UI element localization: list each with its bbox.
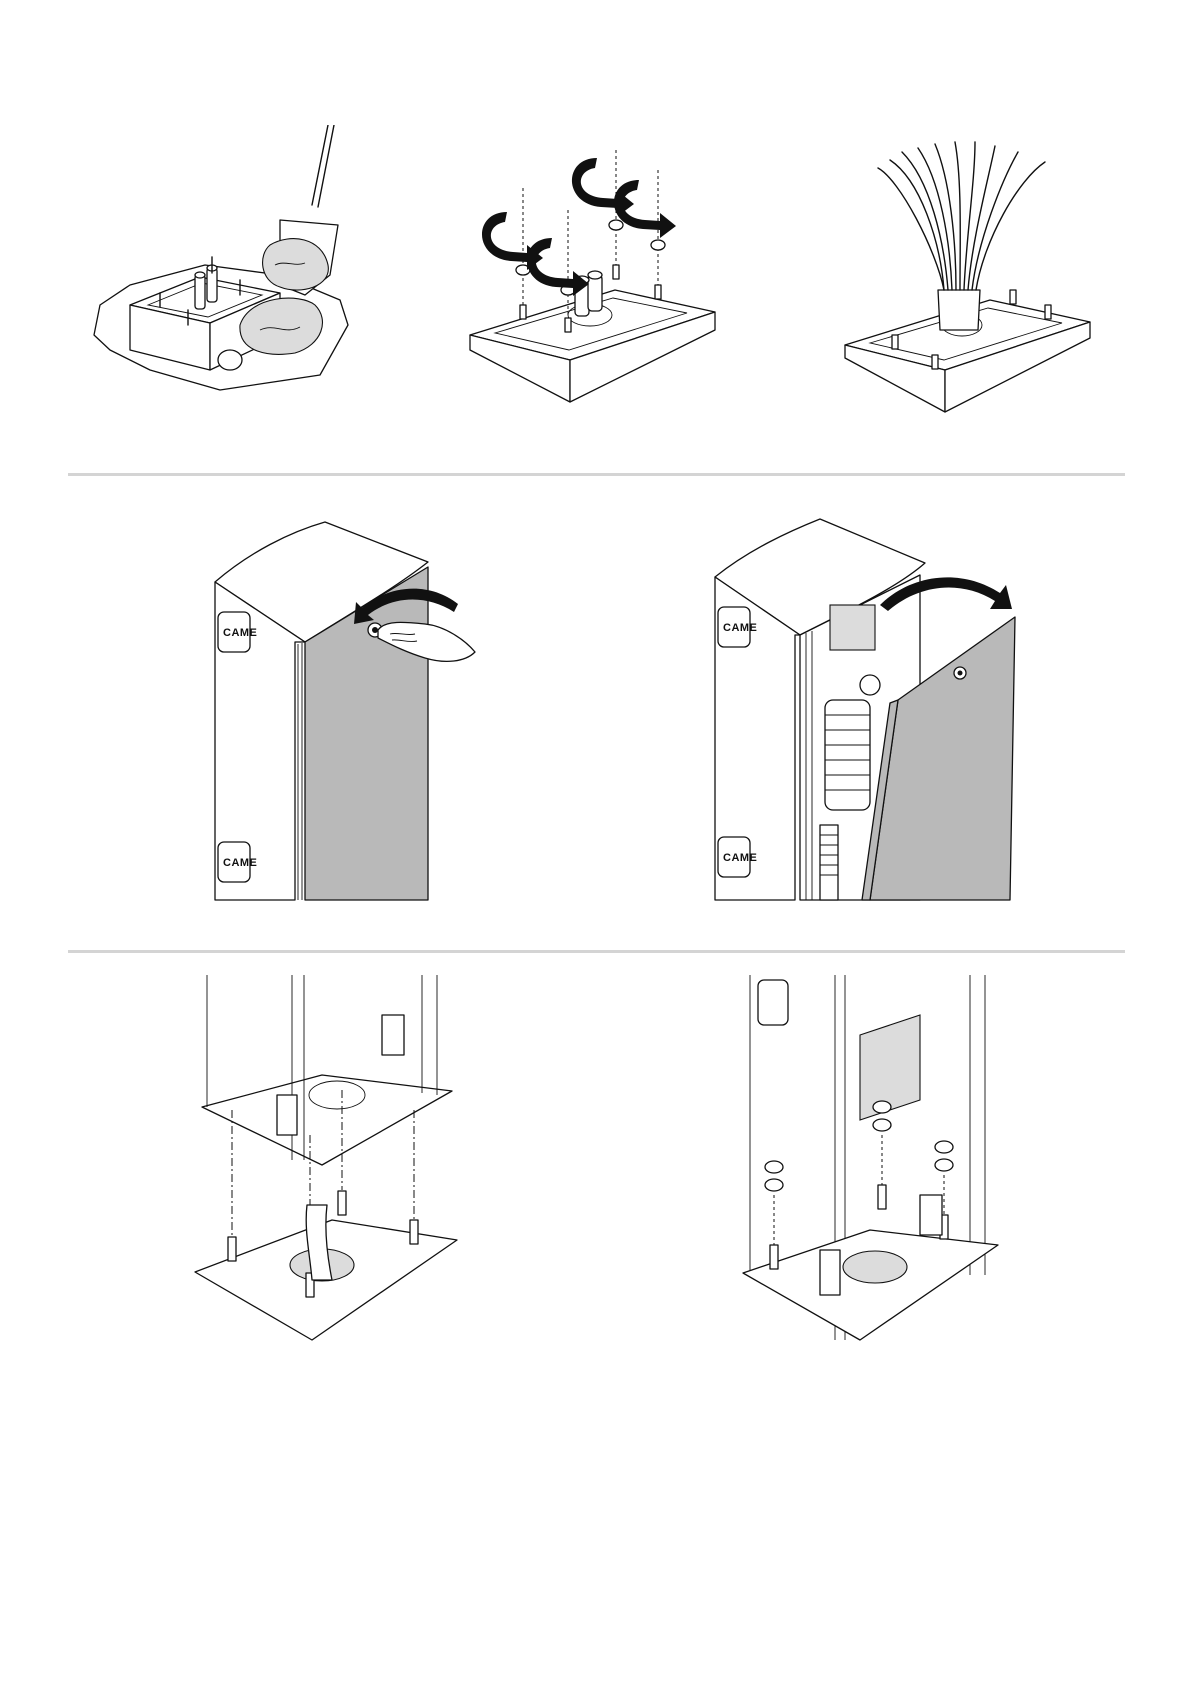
shovel-concrete-icon [90, 125, 380, 415]
key-icon: CAME CAME [210, 512, 480, 902]
brand-logo-lower-open: CAME [723, 852, 757, 864]
step-1-pour-concrete [90, 125, 380, 415]
step-6-place-cabinet [192, 975, 462, 1345]
cable-bundle-icon [840, 140, 1100, 420]
step-7-fasten-nuts [740, 975, 1000, 1345]
step-3-cables-through-base [840, 140, 1100, 420]
brand-logo-lower: CAME [223, 857, 257, 869]
rotate-arrow-icon [465, 150, 725, 410]
step-5-remove-cover: CAME CAME [710, 505, 1040, 902]
divider-top [68, 473, 1125, 476]
curved-arrow-icon: CAME CAME [710, 505, 1040, 902]
nut-washer-icon [740, 975, 1000, 1345]
step-4-unlock-cover: CAME CAME [210, 512, 480, 902]
brand-logo-upper: CAME [223, 627, 257, 639]
step-2-remove-nuts [465, 150, 725, 410]
dash-dot-guide-icon [192, 975, 462, 1345]
brand-logo-upper-open: CAME [723, 622, 757, 634]
divider-bottom [68, 950, 1125, 953]
